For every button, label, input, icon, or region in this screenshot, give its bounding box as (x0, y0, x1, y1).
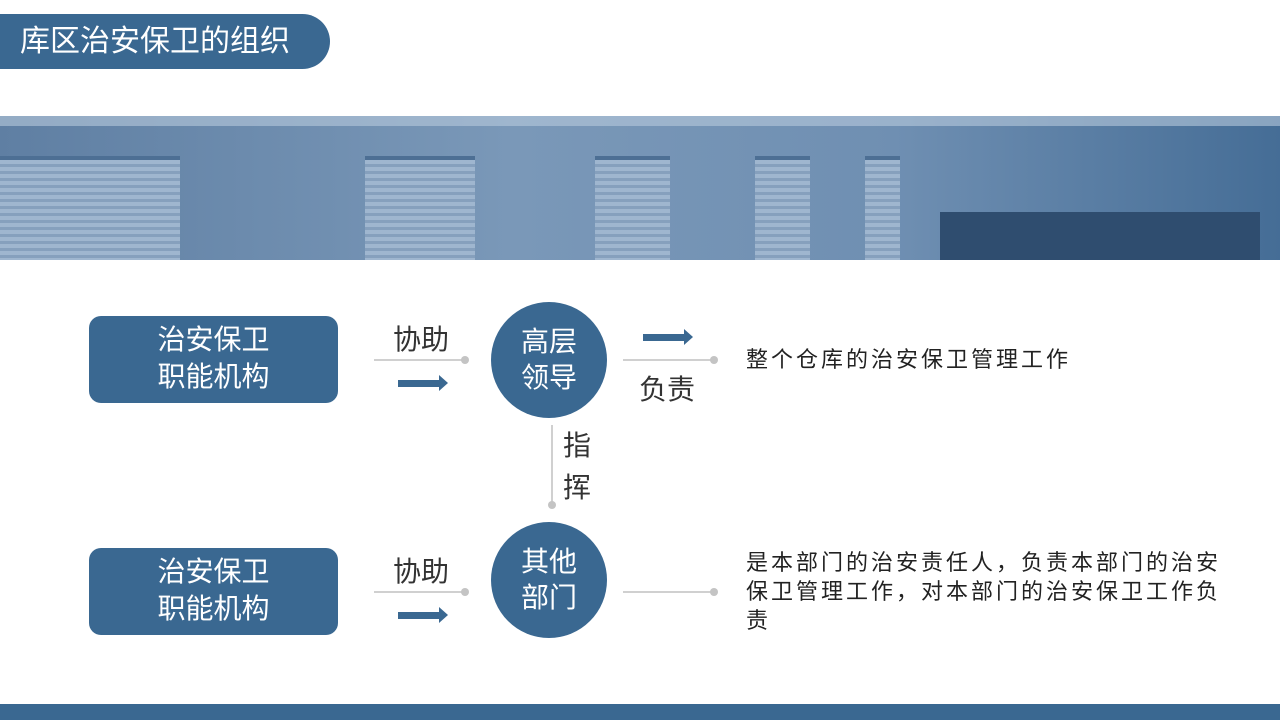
arrow-right-icon (643, 329, 693, 345)
circle-text: 部门 (520, 581, 577, 614)
box-text: 治安保卫 (157, 323, 270, 356)
arrow-right-icon (398, 607, 448, 623)
box-text: 职能机构 (157, 592, 270, 625)
command-label: 指 挥 (563, 425, 591, 509)
page-title: 库区治安保卫的组织 (0, 14, 330, 69)
circle-text: 领导 (520, 361, 577, 394)
arrow-right-icon (398, 375, 448, 391)
footer-bar (0, 704, 1280, 720)
security-function-box-1: 治安保卫 职能机构 (89, 316, 338, 403)
box-text: 治安保卫 (157, 555, 270, 588)
warehouse-banner-image (0, 116, 1280, 260)
description-1: 整个仓库的治安保卫管理工作 (746, 348, 1072, 373)
security-function-box-2: 治安保卫 职能机构 (89, 548, 338, 635)
circle-text: 其他 (520, 545, 577, 578)
description-2: 是本部门的治安责任人，负责本部门的治安保卫管理工作，对本部门的治安保卫工作负责 (746, 551, 1222, 634)
assist-label-2: 协助 (393, 555, 450, 588)
command-text: 挥 (563, 471, 592, 504)
senior-leadership-circle: 高层 领导 (491, 302, 607, 418)
circle-text: 高层 (520, 325, 577, 358)
assist-label-1: 协助 (393, 323, 450, 356)
command-text: 指 (563, 429, 592, 462)
responsible-label: 负责 (639, 373, 696, 406)
box-text: 职能机构 (157, 360, 270, 393)
other-departments-circle: 其他 部门 (491, 522, 607, 638)
